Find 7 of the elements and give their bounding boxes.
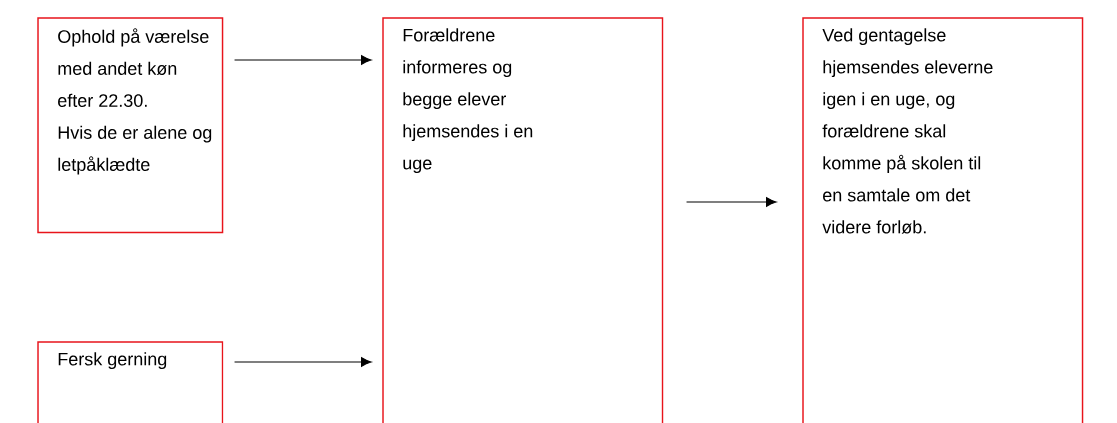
text-box: Forældrene informeres og begge elever hjemsendes i en uge bbox=[382, 17, 664, 423]
text-box: Ophold på værelse med andet køn efter 22.30. Hvis de er alene og letpåklædte bbox=[37, 17, 224, 234]
arrow bbox=[233, 55, 372, 65]
arrow bbox=[233, 357, 372, 367]
text-box: Ved gentagelse hjemsendes eleverne igen i en uge, og forældrene skal komme på skolen til en samtale om det videre forløb. bbox=[802, 17, 1084, 423]
text-box: Fersk gerning bbox=[37, 341, 224, 423]
arrow bbox=[685, 197, 777, 207]
